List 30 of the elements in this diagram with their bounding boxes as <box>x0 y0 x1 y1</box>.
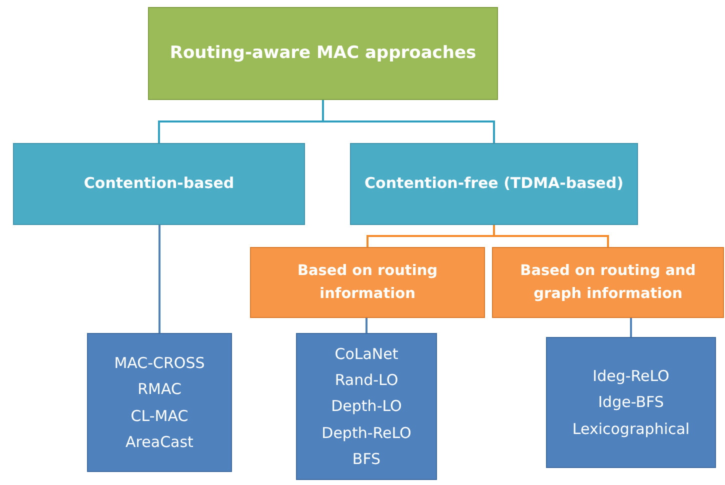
connector-line <box>322 100 495 143</box>
root-box <box>148 7 498 100</box>
list-item: MAC-CROSS <box>114 353 205 374</box>
category-box <box>350 143 638 225</box>
list-item: CL-MAC <box>130 406 188 426</box>
list-item: AreaCast <box>126 432 194 453</box>
box-title: Contention-based <box>84 174 234 194</box>
list-box <box>87 333 232 472</box>
list-box <box>296 333 437 480</box>
connector-line <box>493 225 609 247</box>
list-item: Depth-LO <box>331 396 402 418</box>
list-box <box>546 337 716 468</box>
subcategory-box <box>492 247 724 318</box>
list-item: Idge-BFS <box>598 392 664 414</box>
box-title: Routing-aware MAC approaches <box>170 42 476 65</box>
list-item: CoLaNet <box>334 344 398 365</box>
box-title: Contention-free (TDMA-based) <box>364 174 624 194</box>
list-item: Lexicographical <box>572 418 690 440</box>
box-title: Based on routing and graph information <box>519 262 697 304</box>
connector-line <box>158 225 160 333</box>
subcategory-box <box>250 247 485 318</box>
box-title: Based on routing information <box>296 262 439 304</box>
category-box <box>13 143 305 225</box>
connector-line <box>366 318 368 333</box>
list-item: Depth-ReLO <box>322 422 412 444</box>
list-item: RMAC <box>138 379 182 400</box>
list-item: Rand-LO <box>334 370 398 392</box>
list-item: Ideg-ReLO <box>592 366 670 388</box>
connector-line <box>630 318 632 337</box>
list-item: BFS <box>352 448 381 470</box>
